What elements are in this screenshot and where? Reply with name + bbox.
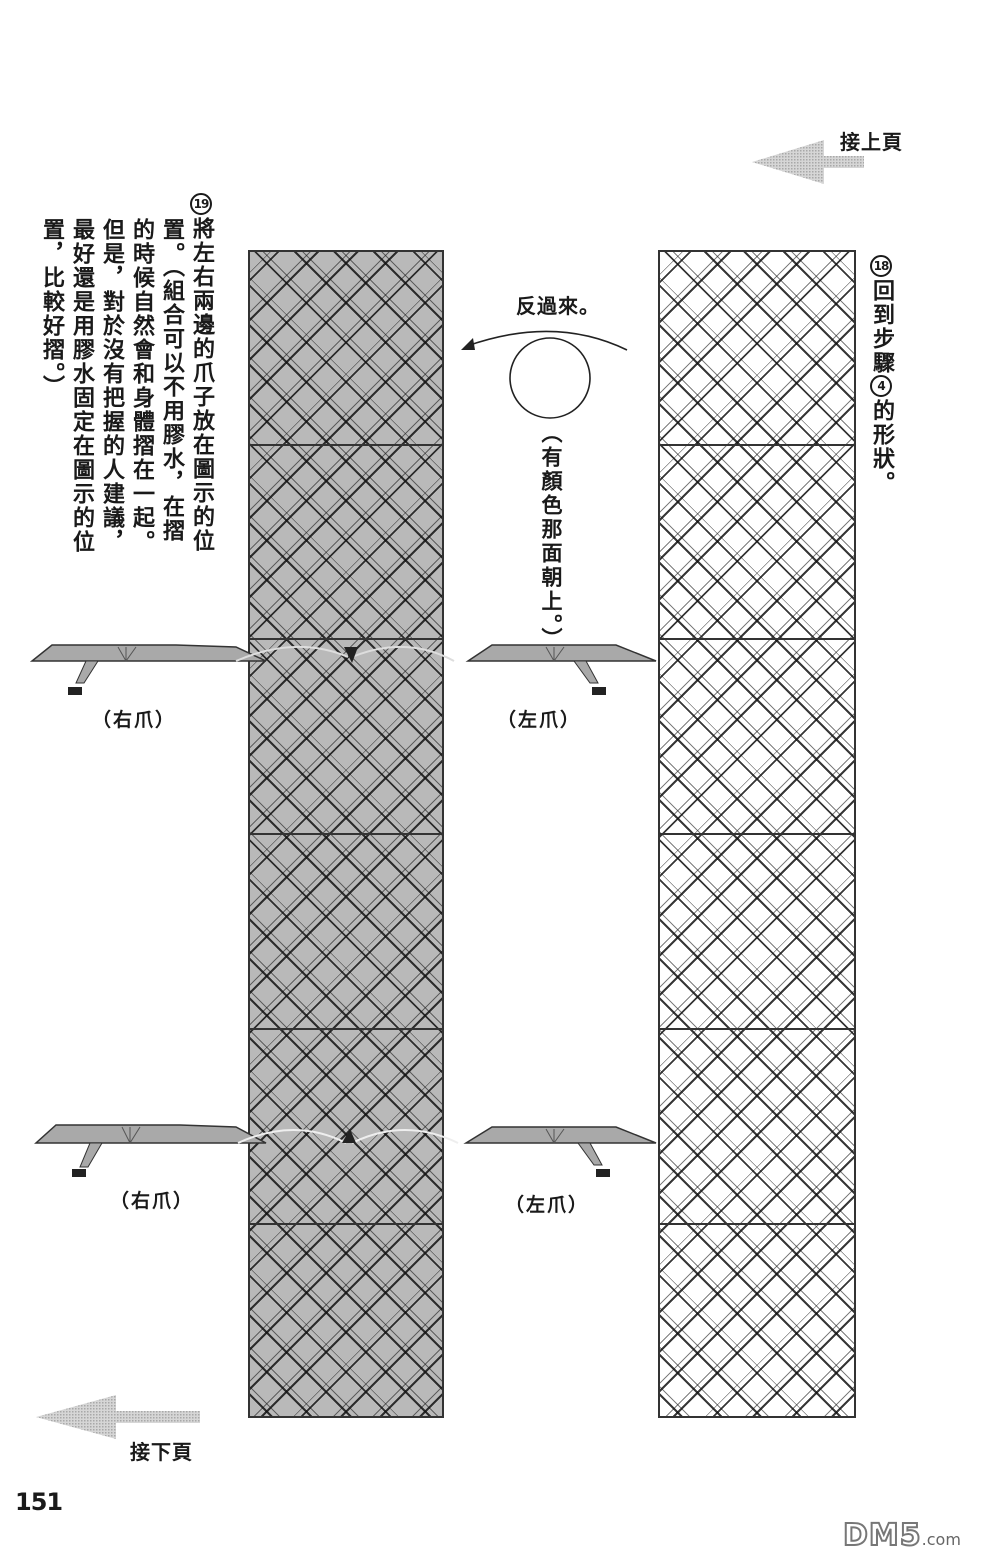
watermark-main: DM5 [842,1517,922,1554]
left-arrow-icon [752,140,864,184]
fold-line [660,1028,854,1030]
left-claw-icon [465,644,657,695]
colored-body-strip [248,250,444,1418]
step-ref-number: 4 [870,375,892,397]
step-19-line-2: 置。（組合可以不用膠水，在摺 [159,218,184,543]
fold-line [250,1223,442,1225]
step-19-line-6: 置，比較好摺。） [39,218,64,399]
right-claw-icon [34,1124,267,1177]
flip-note: （有顏色那面朝上。） [539,422,563,652]
claw-placement-upper [29,644,657,695]
fold-line [250,638,442,640]
step-19-line-1: 19將左右兩邊的爪子放在圖示的位 [189,193,214,553]
plain-body-strip [658,250,856,1418]
watermark-logo: DM5.com [842,1517,961,1554]
claw-placement-lower [34,1124,657,1177]
step-19-number: 19 [190,193,212,215]
left-claw-icon [463,1126,657,1177]
step-19-line-3: 的時候自然會和身體摺在一起。 [129,218,154,554]
step-18-instructions: 18回到步驟4的形狀。 [869,255,894,495]
step-18-number: 18 [870,255,892,277]
left-claw-label: （左爪） [505,1194,590,1216]
fold-line [250,833,442,835]
right-claw-label: （右爪） [92,709,177,731]
fold-line [660,444,854,446]
left-arrow-icon [36,1395,200,1439]
fold-line [250,1028,442,1030]
watermark-suffix: .com [921,1530,961,1549]
fold-line [660,1223,854,1225]
left-claw-label: （左爪） [497,709,582,731]
right-claw-icon [29,644,267,695]
continue-from-label: 接上頁 [840,130,903,154]
step-19-line-5: 最好還是用膠水固定在圖示的位 [69,218,94,554]
step-19-instructions: 19將左右兩邊的爪子放在圖示的位 置。（組合可以不用膠水，在摺 的時候自然會和身… [32,193,214,593]
flip-label: 反過來。 [516,294,600,318]
continue-to-label: 接下頁 [130,1440,193,1464]
fold-line [250,444,442,446]
page-number: 151 [15,1488,63,1516]
fold-line [660,638,854,640]
right-claw-label: （右爪） [110,1190,195,1212]
step-19-line-4: 但是，對於沒有把握的人建議， [99,218,124,554]
flip-over-icon [461,330,628,419]
fold-line [660,833,854,835]
